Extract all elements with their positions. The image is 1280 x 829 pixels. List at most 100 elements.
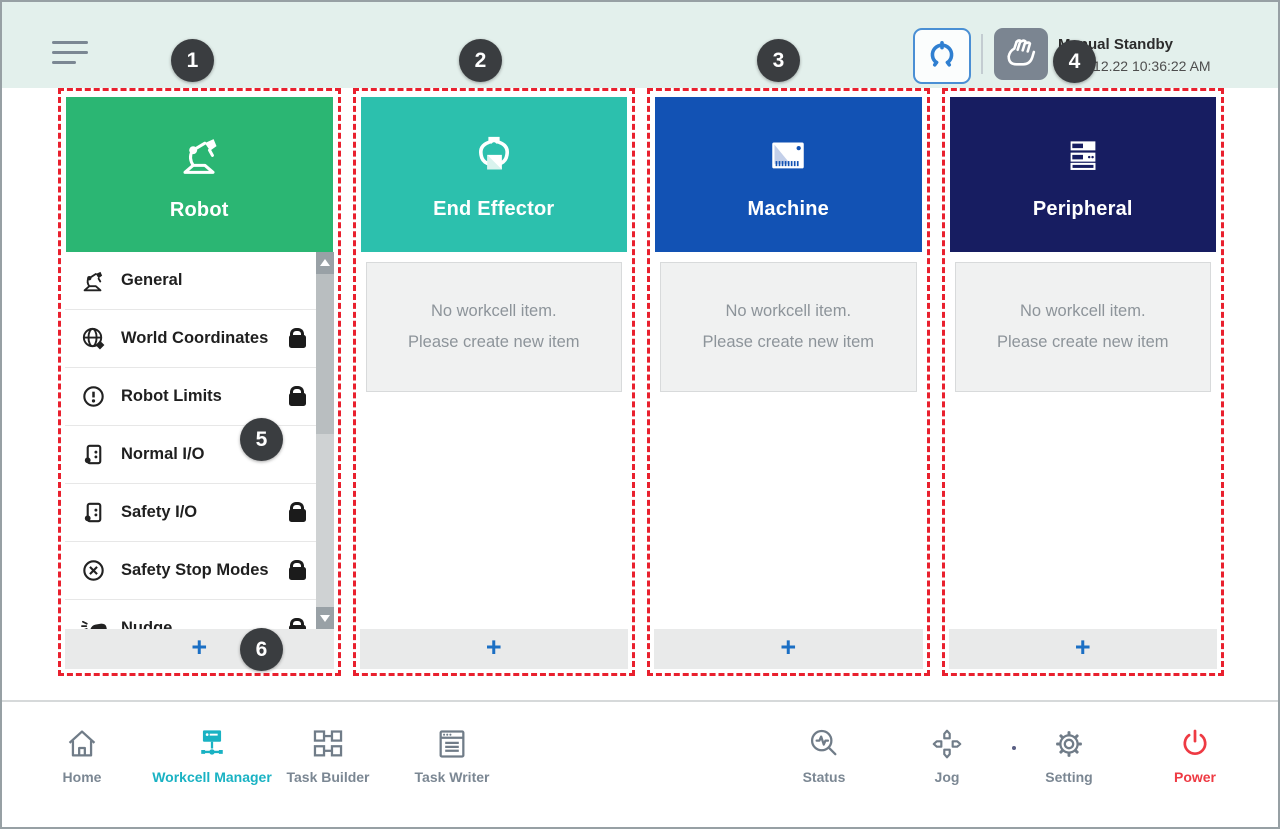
nav-label: Setting <box>1045 769 1093 785</box>
end-effector-header-button[interactable]: End Effector <box>360 97 627 252</box>
nudge-hand-icon <box>77 615 109 629</box>
nav-setting[interactable]: Setting <box>994 713 1144 785</box>
gripper-icon <box>467 129 521 188</box>
scrollbar-thumb[interactable] <box>315 274 334 434</box>
robot-arm-icon <box>171 128 227 189</box>
callout-2: 2 <box>459 39 502 82</box>
menu-item-robot-limits[interactable]: Robot Limits <box>65 368 316 426</box>
add-robot-item-button[interactable]: + <box>65 629 334 669</box>
jog-icon <box>872 713 1022 761</box>
plus-icon: + <box>191 632 208 662</box>
callout-1: 1 <box>171 39 214 82</box>
nav-jog[interactable]: Jog <box>872 713 1022 785</box>
column-end-effector: End Effector No workcell item. Please cr… <box>352 88 635 676</box>
empty-state: No workcell item. Please create new item <box>365 262 622 392</box>
empty-state-line2: Please create new item <box>996 333 1169 351</box>
column-peripheral: Peripheral No workcell item. Please crea… <box>941 88 1224 676</box>
menu-hamburger-icon[interactable] <box>52 41 90 71</box>
empty-state-line1: No workcell item. <box>1019 302 1146 321</box>
menu-item-label: Robot Limits <box>121 387 222 405</box>
robot-mode-button[interactable] <box>913 28 971 84</box>
nav-task-writer[interactable]: Task Writer <box>377 713 527 785</box>
menu-item-world-coordinates[interactable]: World Coordinates <box>65 310 316 368</box>
empty-state-line1: No workcell item. <box>725 302 852 321</box>
lock-icon <box>288 327 306 348</box>
empty-state-line2: Please create new item <box>702 333 874 351</box>
gripper-claw-icon <box>925 37 959 76</box>
hand-guide-button[interactable] <box>994 28 1048 80</box>
datetime-label: 2022.12.22 10:36:22 AM <box>1058 57 1211 74</box>
home-icon <box>7 713 157 761</box>
add-machine-item-button[interactable]: + <box>654 629 923 669</box>
lock-icon <box>288 559 306 580</box>
callout-6: 6 <box>240 628 283 671</box>
status-icon <box>749 713 899 761</box>
menu-item-nudge[interactable]: Nudge <box>65 600 316 629</box>
hand-gesture-icon <box>1002 33 1040 76</box>
lock-icon <box>288 617 306 629</box>
io-port-icon <box>77 441 109 468</box>
empty-state-line2: Please create new item <box>407 333 580 351</box>
nav-label: Jog <box>934 769 960 785</box>
workcell-columns: Robot <box>58 88 1224 676</box>
menu-item-label: Normal I/O <box>121 445 205 463</box>
callout-5: 5 <box>240 418 283 461</box>
menu-item-label: World Coordinates <box>121 329 269 347</box>
globe-icon <box>77 325 109 352</box>
empty-state-line1: No workcell item. <box>430 302 557 321</box>
nav-home[interactable]: Home <box>7 713 157 785</box>
machine-header-button[interactable]: Machine <box>655 97 922 252</box>
dot-indicator <box>1012 746 1016 750</box>
scrollbar[interactable] <box>315 252 334 629</box>
machine-icon <box>761 129 815 188</box>
alert-circle-icon <box>77 383 109 410</box>
nav-label: Power <box>1173 769 1216 785</box>
workcell-manager-icon <box>137 713 287 761</box>
server-icon <box>1056 129 1110 188</box>
nav-label: Workcell Manager <box>152 769 272 785</box>
column-robot: Robot <box>58 88 341 676</box>
column-title: Robot <box>169 198 229 221</box>
scroll-down-icon[interactable] <box>315 607 334 629</box>
robot-header-button[interactable]: Robot <box>66 97 333 252</box>
nav-label: Status <box>802 769 846 785</box>
callout-3: 3 <box>757 39 800 82</box>
menu-item-label: Nudge <box>121 619 173 629</box>
nav-label: Home <box>62 769 102 785</box>
robot-menu-list: General World Coordinates <box>65 252 334 629</box>
scroll-up-icon[interactable] <box>315 252 334 274</box>
power-icon <box>1120 713 1270 761</box>
plus-icon: + <box>1074 632 1091 662</box>
io-port-icon <box>77 499 109 526</box>
menu-item-safety-io[interactable]: Safety I/O <box>65 484 316 542</box>
nav-label: Task Writer <box>414 769 490 785</box>
column-title: Peripheral <box>1032 197 1133 220</box>
column-title: Machine <box>747 197 829 220</box>
task-builder-icon <box>253 713 403 761</box>
topbar-divider <box>981 34 983 74</box>
menu-item-general[interactable]: General <box>65 252 316 310</box>
peripheral-header-button[interactable]: Peripheral <box>949 97 1216 252</box>
add-end-effector-item-button[interactable]: + <box>359 629 628 669</box>
empty-state: No workcell item. Please create new item <box>954 262 1211 392</box>
empty-state: No workcell item. Please create new item <box>660 262 917 392</box>
lock-icon <box>288 385 306 406</box>
bottom-navigation: Home Workcell Manager <box>2 700 1278 827</box>
robot-arm-icon <box>77 267 109 295</box>
nav-workcell-manager[interactable]: Workcell Manager <box>137 713 287 785</box>
nav-status[interactable]: Status <box>749 713 899 785</box>
add-peripheral-item-button[interactable]: + <box>948 629 1217 669</box>
plus-icon: + <box>780 632 797 662</box>
setting-icon <box>994 713 1144 761</box>
menu-item-label: Safety Stop Modes <box>121 561 269 579</box>
column-title: End Effector <box>433 197 555 220</box>
menu-item-safety-stop-modes[interactable]: Safety Stop Modes <box>65 542 316 600</box>
column-machine: Machine No workcell item. Please create … <box>647 88 930 676</box>
callout-4: 4 <box>1053 40 1096 83</box>
lock-icon <box>288 501 306 522</box>
nav-power[interactable]: Power <box>1120 713 1270 785</box>
nav-task-builder[interactable]: Task Builder <box>253 713 403 785</box>
task-writer-icon <box>377 713 527 761</box>
nav-label: Task Builder <box>286 769 370 785</box>
menu-item-label: General <box>121 271 183 289</box>
